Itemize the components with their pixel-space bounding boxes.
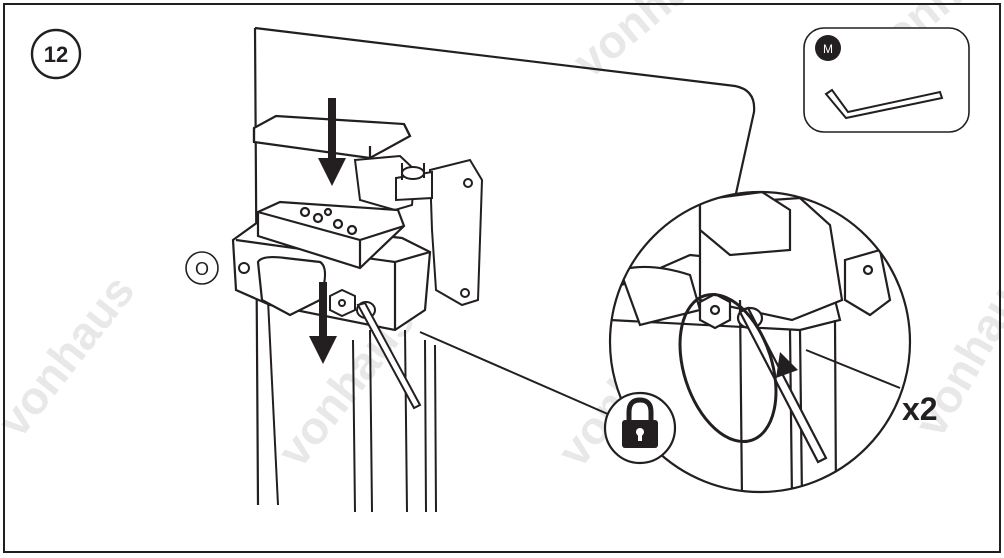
side-knob [238, 262, 250, 274]
step-number: 12 [44, 42, 68, 67]
padlock-icon [603, 391, 677, 465]
detail-pointer-line [805, 349, 901, 389]
rotation-arrow-head [776, 352, 798, 378]
pole [267, 299, 437, 513]
step-number-badge: 12 [30, 28, 82, 80]
watermark-text: vonhaus [0, 265, 144, 446]
watermark-text: vonhaus [563, 0, 741, 88]
tool-box: M [803, 27, 970, 133]
part-label-o: O [185, 251, 219, 285]
monitor-bottom-edge [419, 331, 611, 416]
down-arrow-icon [309, 282, 337, 364]
detail-zoom-view [608, 190, 912, 494]
vesa-bracket [353, 154, 484, 307]
tool-badge [815, 35, 841, 61]
tool-badge-text: M [823, 42, 833, 56]
allen-key-inserted [356, 301, 422, 410]
down-arrow-icon [318, 98, 346, 186]
diagram-frame [3, 3, 1001, 553]
rotation-arrow-ring [678, 292, 778, 444]
clamp-top-plate [256, 200, 406, 270]
part-label-text: O [195, 259, 209, 279]
allen-key-icon [824, 88, 944, 120]
multiplier-label: x2 [902, 391, 938, 427]
hex-nut [329, 288, 356, 318]
